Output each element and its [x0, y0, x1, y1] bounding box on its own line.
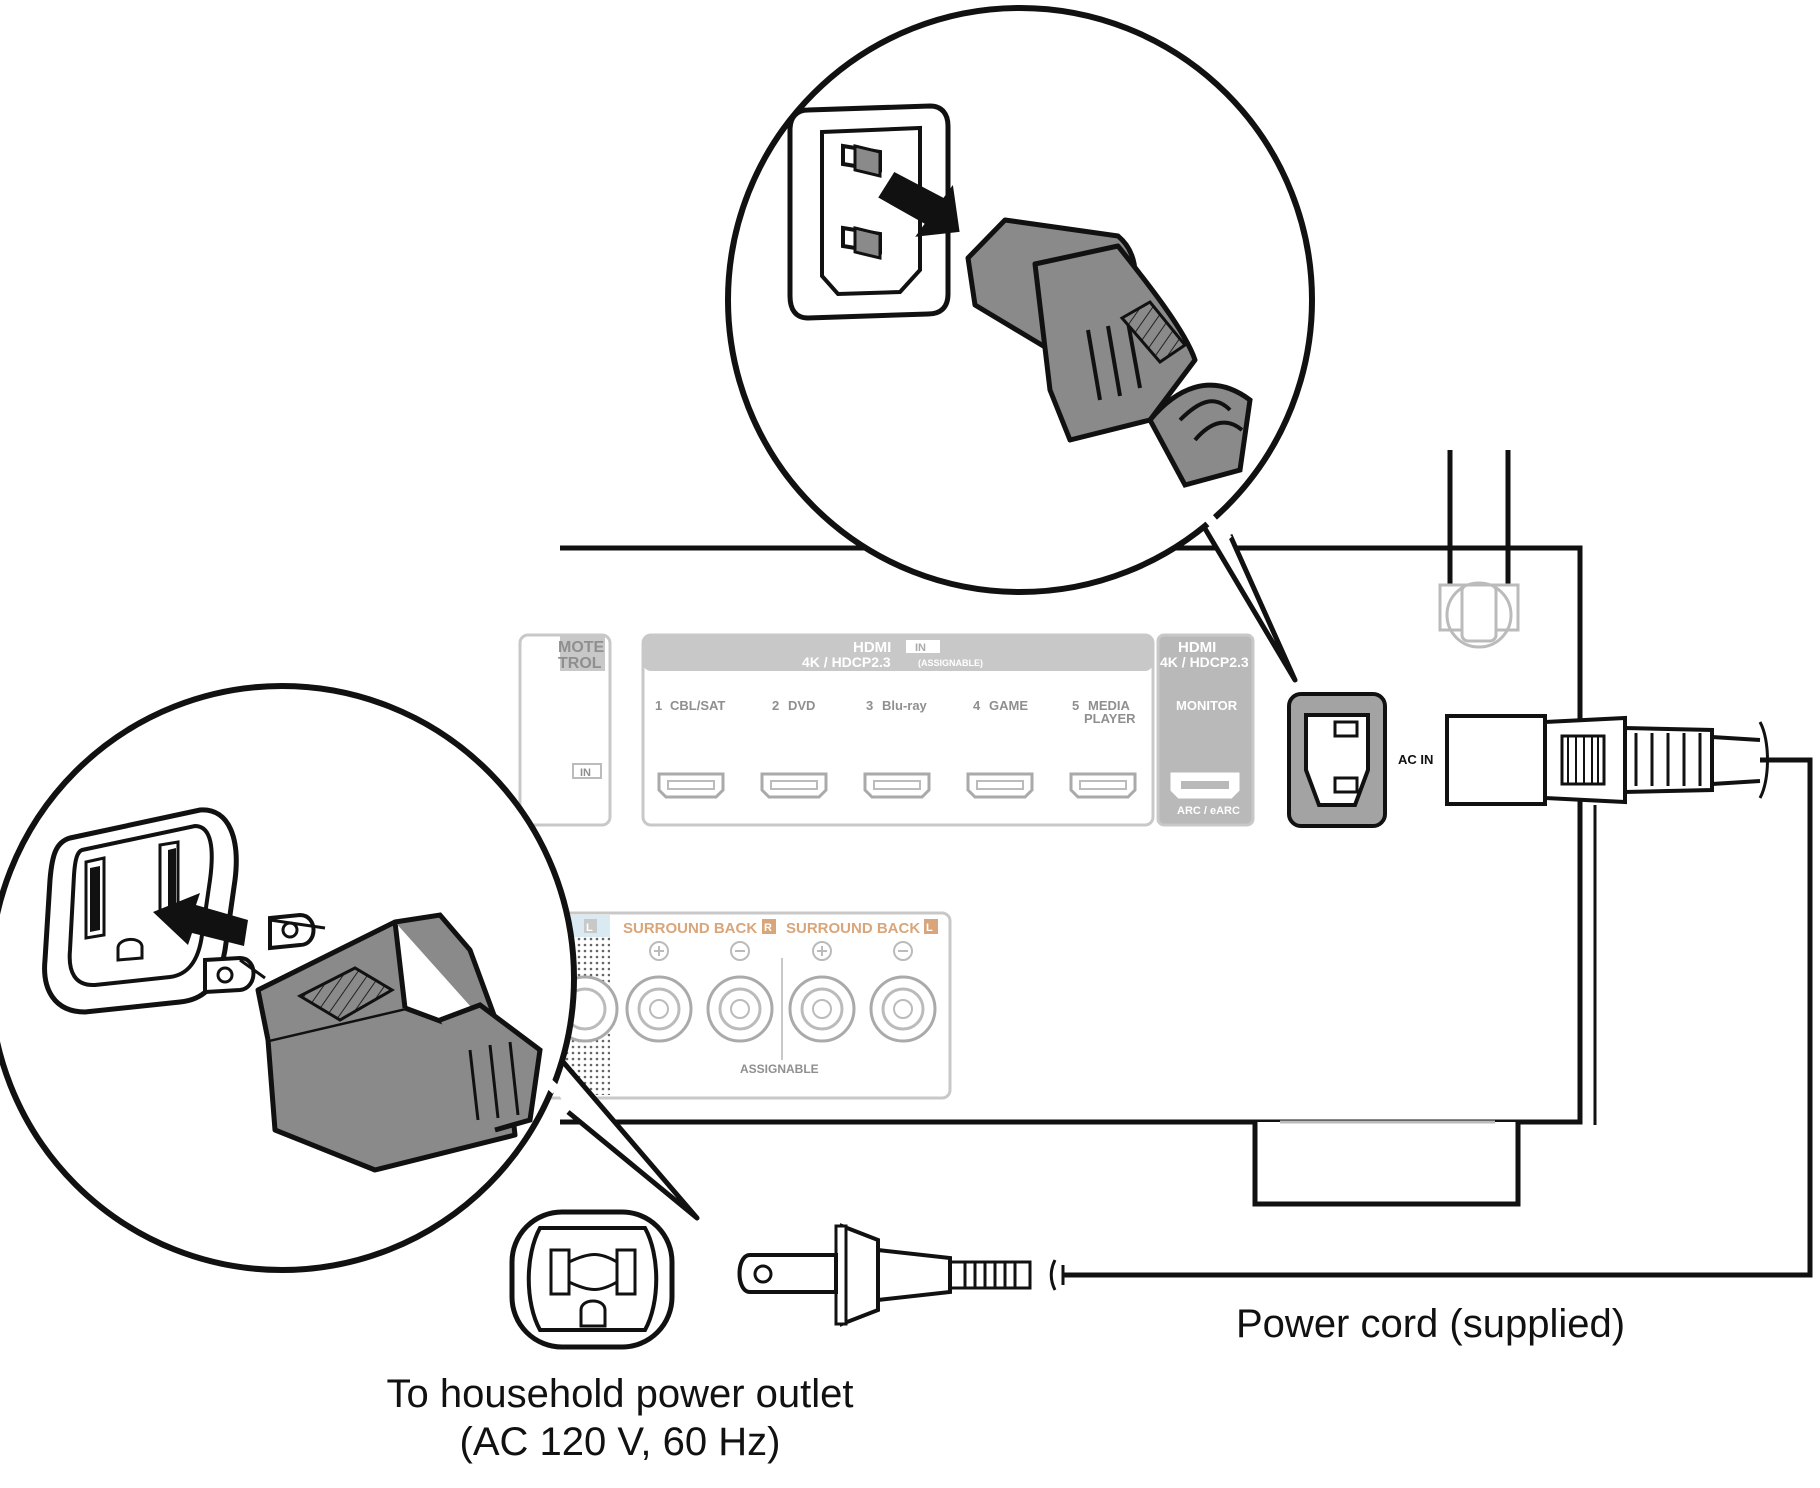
remote-label-2: TROL [558, 655, 602, 672]
hdmi-input-name-1: CBL/SAT [670, 698, 725, 713]
hdmi-port-5 [1069, 772, 1137, 799]
outlet-caption-line2: (AC 120 V, 60 Hz) [459, 1420, 781, 1464]
hdmi-input-label-3: 3 [866, 698, 873, 713]
hdmi-input-label-1: 1 [655, 698, 662, 713]
remote-label: MOTE [558, 639, 605, 656]
wall-outlet [509, 1209, 675, 1350]
receiver-rear-panel: MOTE TROL IN HDMI IN 4K / HDCP2.3 (ASSIG… [518, 450, 1583, 1207]
hdmi-in-assignable: (ASSIGNABLE) [918, 658, 983, 668]
hdmi-out-title: HDMI [1178, 639, 1216, 656]
hdmi-monitor-port [1170, 772, 1240, 799]
power-cord-caption: Power cord (supplied) [1236, 1302, 1626, 1346]
hdmi-port-2 [760, 772, 828, 799]
outlet-caption: To household power outlet (AC 120 V, 60 … [300, 1370, 940, 1466]
hdmi-in-section: HDMI IN 4K / HDCP2.3 (ASSIGNABLE) 1 CBL/… [641, 633, 1155, 827]
speaker-terminal-1 [625, 941, 693, 1043]
hdmi-out-section: HDMI 4K / HDCP2.3 MONITOR ARC / eARC [1156, 633, 1255, 827]
surround-back-r-badge: R [764, 922, 772, 934]
speaker-terminal-section: L SURROUND BACK R SURROUND BACK L [538, 911, 952, 1100]
hdmi-port-1 [657, 772, 725, 799]
remote-control-section: MOTE TROL IN [518, 633, 612, 827]
hdmi-input-name-2: DVD [788, 698, 815, 713]
assignable-label: ASSIGNABLE [740, 1062, 819, 1076]
iec-plug-detail [965, 217, 1253, 488]
hdmi-port-3 [863, 772, 931, 799]
hdmi-port-4 [966, 772, 1034, 799]
hdmi-input-name-3: Blu-ray [882, 698, 928, 713]
outlet-detail [42, 807, 239, 1015]
hdmi-input-name2-5: PLAYER [1084, 711, 1136, 726]
surround-back-l-badge: L [926, 922, 933, 934]
insert-arrow-icon-2 [153, 893, 248, 946]
monitor-label: MONITOR [1176, 698, 1238, 713]
surround-back-l-label: SURROUND BACK [786, 920, 920, 937]
ac-in-label: AC IN [1398, 752, 1433, 767]
iec-connector [1445, 714, 1769, 806]
hdmi-in-subtitle: 4K / HDCP2.3 [802, 654, 891, 670]
left-badge: L [586, 922, 593, 934]
callout-iec-detail [725, 5, 1315, 683]
arc-label: ARC / eARC [1177, 805, 1240, 817]
remote-in-label: IN [580, 767, 591, 779]
hdmi-out-subtitle: 4K / HDCP2.3 [1160, 654, 1249, 670]
outlet-caption-line1: To household power outlet [386, 1372, 854, 1416]
speaker-terminal-3 [788, 941, 856, 1043]
hdmi-input-name-5: MEDIA [1088, 698, 1131, 713]
hdmi-in-title: HDMI [853, 639, 891, 656]
power-cord [737, 714, 1813, 1327]
antenna [1438, 450, 1520, 649]
insert-arrow-icon [878, 172, 960, 237]
callout-plug-detail [0, 683, 700, 1273]
us-plug [737, 1223, 1065, 1327]
ac-inlet: AC IN [1287, 692, 1433, 828]
us-plug-detail [203, 912, 543, 1173]
hdmi-input-label-2: 2 [772, 698, 779, 713]
hdmi-input-label-5: 5 [1072, 698, 1079, 713]
inlet-detail [787, 103, 951, 321]
surround-back-r-label: SURROUND BACK [623, 920, 757, 937]
speaker-terminal-2 [706, 941, 774, 1043]
hdmi-input-name-4: GAME [989, 698, 1028, 713]
receiver-foot [1252, 1120, 1521, 1207]
hdmi-in-badge: IN [915, 642, 926, 654]
hdmi-input-label-4: 4 [973, 698, 981, 713]
speaker-terminal-4 [869, 941, 937, 1043]
